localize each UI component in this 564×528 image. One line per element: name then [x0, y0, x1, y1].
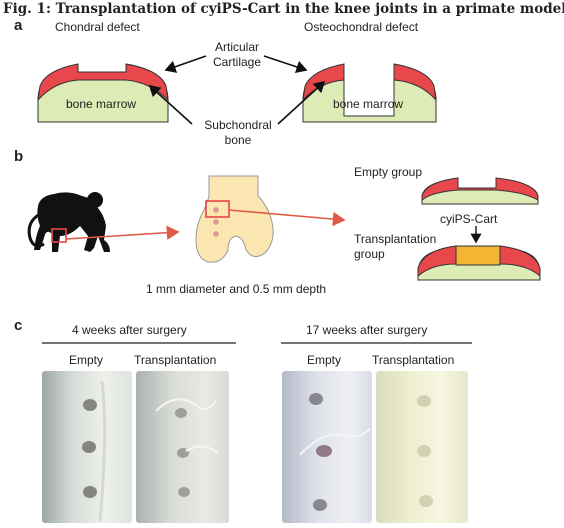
empty-17w-label: Empty	[307, 353, 342, 367]
photo-empty-4w-defects	[82, 380, 107, 522]
photo-empty-17w	[282, 371, 372, 523]
photo-empty-4w	[42, 371, 132, 523]
photo-transplantation-17w	[376, 371, 468, 523]
figure-title: Fig. 1: Transplantation of cyiPS-Cart in…	[3, 1, 564, 17]
subchondral-label-2: bone	[224, 133, 252, 147]
chondral-defect-label: Chondral defect	[55, 20, 140, 34]
arrow-to-femur	[65, 225, 180, 240]
subchondral-label-1: Subchondral	[204, 118, 272, 132]
photo-transplantation-17w-defects	[417, 395, 433, 507]
monkey-silhouette	[27, 192, 110, 252]
osteochondral-defect-diagram	[302, 63, 437, 123]
defect-size-caption: 1 mm diameter and 0.5 mm depth	[146, 282, 327, 296]
arrow-to-groups	[228, 209, 346, 227]
graft-block	[455, 245, 501, 266]
bone-marrow-right-label: bone marrow	[333, 97, 404, 111]
panel-label-a: a	[14, 17, 23, 34]
photo-transplantation-4w	[136, 371, 229, 523]
panel-label-b: b	[14, 148, 24, 165]
photo-empty-17w-defects	[299, 393, 371, 511]
transplantation-group-label-1: Transplantation	[354, 232, 437, 246]
osteochondral-defect-label: Osteochondral defect	[304, 20, 419, 34]
photo-transplantation-4w-defects	[155, 398, 219, 497]
annotation-arrows	[148, 55, 326, 125]
week4-header: 4 weeks after surgery	[72, 323, 187, 337]
articular-cartilage-label-1: Articular	[214, 40, 259, 54]
transplantation-17w-label: Transplantation	[372, 353, 455, 367]
monkey-knee-box	[51, 228, 67, 243]
panel-label-c: c	[14, 317, 23, 334]
femur-defect-box	[205, 200, 230, 218]
empty-4w-label: Empty	[69, 353, 104, 367]
femur-drawing	[195, 175, 274, 263]
empty-group-diagram	[421, 177, 539, 205]
transplantation-4w-label: Transplantation	[134, 353, 217, 367]
empty-group-label: Empty group	[354, 165, 423, 179]
week17-header: 17 weeks after surgery	[306, 323, 428, 337]
chondral-defect-diagram	[37, 63, 169, 123]
articular-cartilage-label-2: Cartilage	[212, 55, 262, 69]
transplantation-group-diagram	[417, 245, 541, 281]
transplantation-group-label-2: group	[354, 247, 385, 261]
cyips-cart-label: cyiPS-Cart	[440, 212, 498, 226]
bone-marrow-left-label: bone marrow	[66, 97, 137, 111]
